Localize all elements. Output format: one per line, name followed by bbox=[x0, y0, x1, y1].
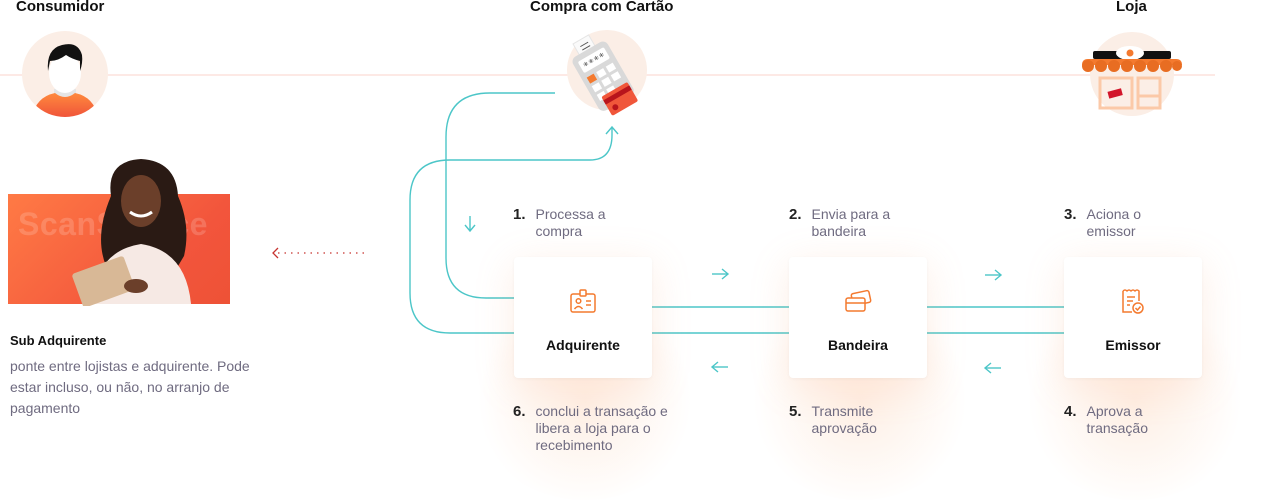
step-text: Aprova a transação bbox=[1086, 403, 1148, 436]
header-purchase: Compra com Cartão bbox=[530, 0, 674, 15]
pos-terminal-icon: **** bbox=[572, 34, 638, 116]
woman-with-tablet-image bbox=[72, 159, 191, 306]
step-number: 5. bbox=[789, 403, 802, 420]
step-number: 3. bbox=[1064, 206, 1077, 223]
step-6: 6. conclui a transação e libera a loja p… bbox=[513, 403, 676, 454]
step-number: 2. bbox=[789, 206, 802, 223]
step-text: Aciona o emissor bbox=[1086, 206, 1141, 239]
arrow-up-icon bbox=[605, 125, 619, 135]
arrow-right-icon bbox=[985, 269, 1003, 281]
header-consumer: Consumidor bbox=[16, 0, 105, 15]
step-number: 4. bbox=[1064, 403, 1077, 420]
card-label: Bandeira bbox=[828, 337, 888, 353]
header-store: Loja bbox=[1116, 0, 1147, 15]
storefront-icon bbox=[1082, 46, 1182, 110]
dotted-arrow-left bbox=[272, 247, 368, 259]
id-badge-icon bbox=[570, 289, 596, 313]
card-emissor[interactable]: Emissor bbox=[1064, 257, 1202, 378]
sub-acquirer-description: ponte entre lojistas e adquirente. Pode … bbox=[10, 358, 250, 416]
card-label: Adquirente bbox=[546, 337, 620, 353]
step-text: Processa a compra bbox=[535, 206, 606, 239]
receipt-check-icon bbox=[1122, 289, 1144, 314]
person-icon bbox=[32, 44, 98, 117]
loop-line-upper bbox=[445, 92, 555, 299]
step-2: 2. Envia para a bandeira bbox=[789, 206, 907, 240]
card-label: Emissor bbox=[1105, 337, 1161, 353]
step-text: Transmite aprovação bbox=[811, 403, 877, 436]
step-text: Envia para a bandeira bbox=[811, 206, 891, 239]
step-number: 6. bbox=[513, 403, 526, 420]
card-bandeira[interactable]: Bandeira bbox=[789, 257, 927, 378]
step-5: 5. Transmite aprovação bbox=[789, 403, 897, 437]
step-3: 3. Aciona o emissor bbox=[1064, 206, 1167, 240]
arrow-right-icon bbox=[712, 268, 730, 280]
step-text: conclui a transação e libera a loja para… bbox=[535, 403, 668, 453]
consumer-avatar bbox=[22, 31, 108, 117]
arrow-left-icon bbox=[983, 362, 1001, 374]
flow-connectors bbox=[409, 92, 1064, 374]
step-number: 1. bbox=[513, 206, 526, 223]
arrow-left-icon bbox=[710, 361, 728, 373]
step-4: 4. Aprova a transação bbox=[1064, 403, 1167, 437]
card-adquirente[interactable]: Adquirente bbox=[514, 257, 652, 378]
loop-line-lower bbox=[409, 128, 613, 334]
cards-icon bbox=[845, 289, 872, 312]
step-1: 1. Processa a compra bbox=[513, 206, 626, 240]
sub-acquirer-title: Sub Adquirente bbox=[10, 333, 107, 348]
arrow-down-icon bbox=[464, 216, 476, 233]
